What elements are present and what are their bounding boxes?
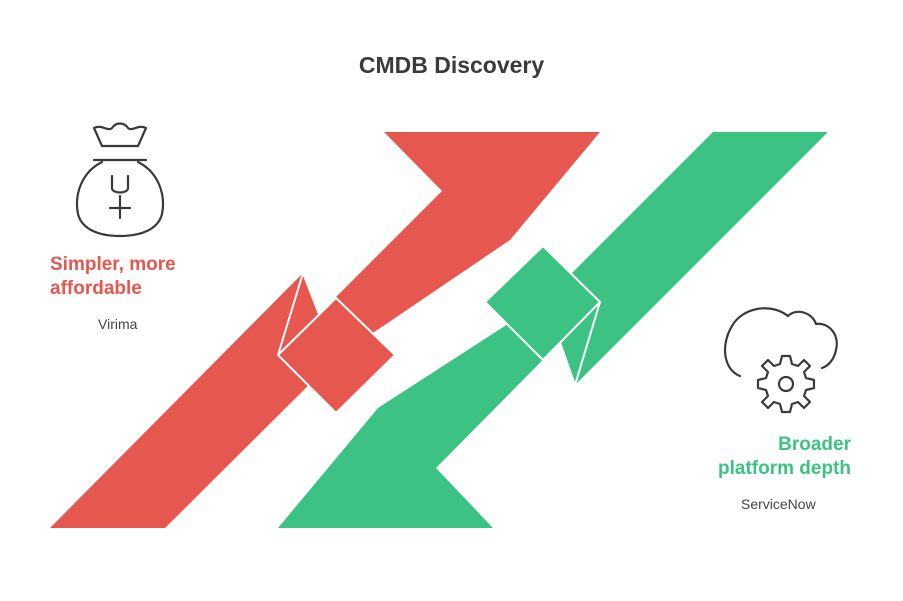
cloud-gear-icon: [724, 307, 838, 414]
money-bag-icon: [76, 122, 164, 238]
left-heading-line2: affordable: [50, 278, 142, 299]
right-label: ServiceNow: [741, 496, 816, 512]
left-label: Virima: [98, 316, 138, 332]
right-heading-line1: Broader: [778, 434, 851, 455]
right-heading-line2: platform depth: [718, 458, 851, 479]
left-heading: Simpler, more affordable: [50, 253, 176, 301]
diagram-title: CMDB Discovery: [358, 52, 545, 78]
right-heading: Broader platform depth: [718, 433, 851, 481]
red-arrow-band: [277, 297, 396, 414]
green-arrow-band: [484, 245, 601, 361]
left-heading-line1: Simpler, more: [50, 254, 176, 275]
